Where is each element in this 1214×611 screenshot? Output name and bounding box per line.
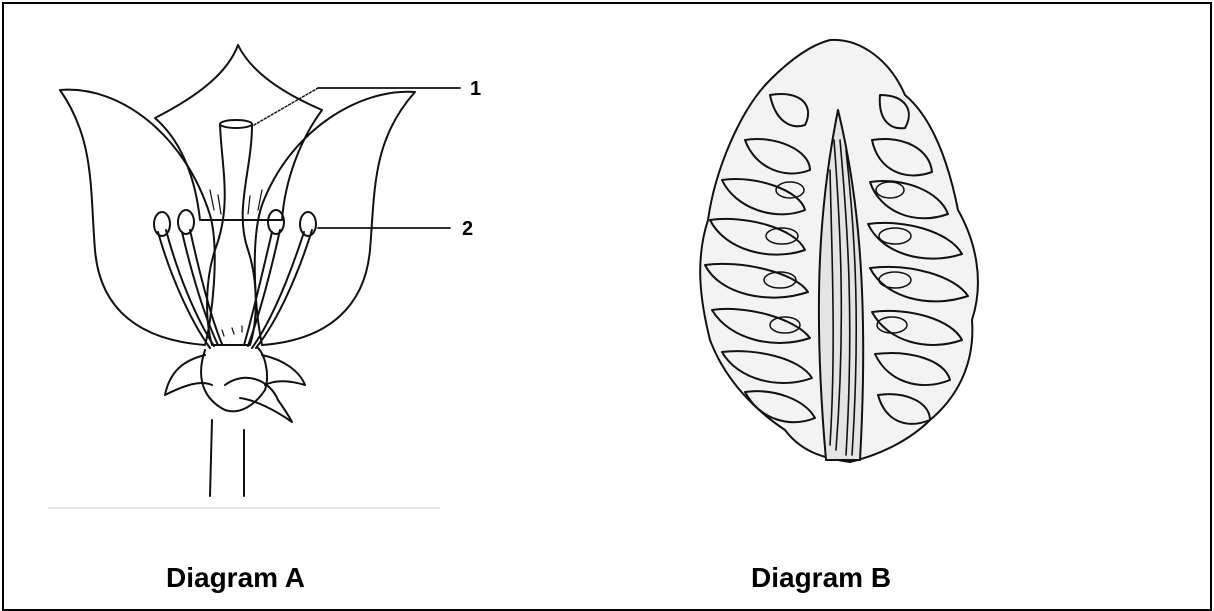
diagram-b-section [700, 40, 978, 462]
stigma [220, 120, 252, 128]
label-2: 2 [462, 218, 473, 241]
right-petal [255, 92, 415, 345]
sepal-right [262, 355, 305, 385]
flower-stalk [210, 420, 244, 496]
stamens-left [154, 210, 222, 348]
left-petal [60, 90, 215, 345]
sepal-front [225, 378, 292, 422]
diagram-a-flower [48, 45, 460, 508]
caption-diagram-a: Diagram A [166, 562, 305, 594]
label-line-1 [254, 88, 318, 125]
caption-diagram-b: Diagram B [751, 562, 891, 594]
label-1: 1 [470, 78, 481, 101]
back-petal [155, 45, 322, 220]
